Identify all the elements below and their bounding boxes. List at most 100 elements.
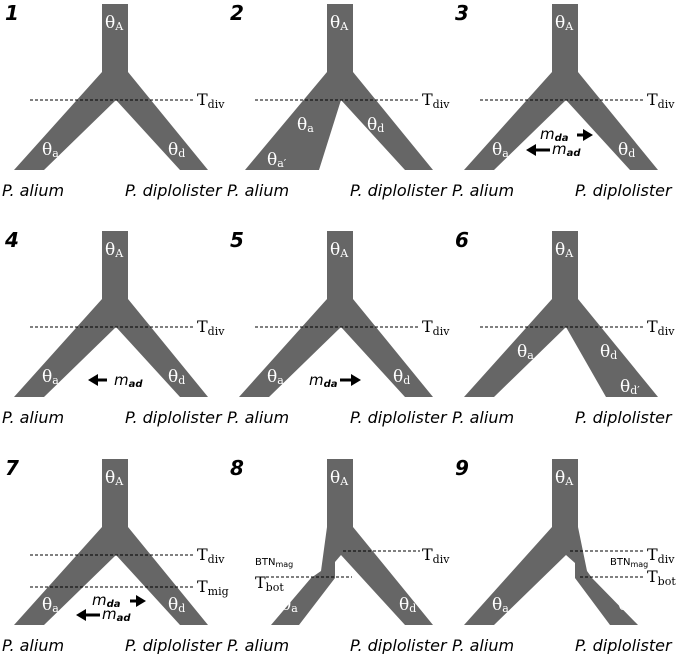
tdiv-label: Tdiv [422,90,450,111]
theta-a-label: θa [281,595,298,615]
species-right-label: P. diplolister [575,181,673,200]
theta-a-label: θa [42,595,59,615]
panel-number: 9 [455,456,469,480]
mda-label: mda [92,591,121,610]
population-tree [14,231,208,397]
mda-label: mda [309,371,338,390]
tdiv-label: Tdiv [422,545,450,566]
theta-d-label: θd [399,595,416,615]
species-left-label: P. alium [227,181,289,200]
population-tree [271,459,433,625]
population-tree [239,231,433,397]
species-right-label: P. diplolister [575,408,673,427]
theta-ancestral-label: θA [330,240,349,260]
mad-label: mad [114,371,143,390]
theta-d-label: θd [393,367,410,387]
theta-a-label: θa [267,367,284,387]
tdiv-label: Tdiv [647,545,675,566]
tdiv-label: Tdiv [197,545,225,566]
theta-ancestral-label: θA [105,13,124,33]
species-right-label: P. diplolister [350,636,448,654]
species-right-label: P. diplolister [125,181,223,200]
species-left-label: P. alium [227,408,289,427]
btn-mag-label: BTNmag [255,557,293,569]
theta-a-label: θa [42,367,59,387]
mad-arrow-head [88,374,98,386]
theta-a-label: θa [492,595,509,615]
panel-number: 8 [230,456,244,480]
theta-ancestral-label: θA [105,468,124,488]
species-left-label: P. alium [2,408,64,427]
theta-d-label: θd [168,595,185,615]
panel-number: 6 [455,228,469,252]
theta-a-label: θa [492,140,509,160]
panel-number: 3 [455,1,469,25]
tdiv-label: Tdiv [197,317,225,338]
theta-ancestral-label: θA [105,240,124,260]
species-right-label: P. diplolister [350,408,448,427]
population-tree [464,459,638,625]
panel-number: 1 [5,1,19,25]
population-tree [245,4,433,170]
species-left-label: P. alium [452,408,514,427]
tdiv-label: Tdiv [647,90,675,111]
tdiv-label: Tdiv [422,317,450,338]
population-tree [14,459,208,625]
theta-a-prime-label: θa′ [267,150,287,170]
btn-mag-label: BTNmag [610,557,648,569]
theta-ancestral-label: θA [555,13,574,33]
mda-arrow-head [136,595,146,607]
species-left-label: P. alium [2,181,64,200]
species-left-label: P. alium [2,636,64,654]
panel-number: 4 [4,228,19,252]
theta-d-label: θd [618,595,635,615]
population-tree [464,4,658,170]
theta-ancestral-label: θA [555,468,574,488]
species-right-label: P. diplolister [125,408,223,427]
population-tree [14,4,208,170]
mad-arrow-head [76,609,86,621]
theta-d-label: θd [168,367,185,387]
theta-d-label: θd [600,342,617,362]
population-tree [464,231,658,397]
species-left-label: P. alium [452,636,514,654]
theta-a-label: θa [517,342,534,362]
panel-number: 7 [5,456,19,480]
theta-d-label: θd [367,115,384,135]
species-left-label: P. alium [452,181,514,200]
theta-d-prime-label: θd′ [620,377,640,397]
panel-number: 5 [230,228,244,252]
mad-label: mad [552,140,581,159]
tmig-label: Tmig [197,577,229,598]
species-right-label: P. diplolister [125,636,223,654]
theta-d-label: θd [618,140,635,160]
theta-ancestral-label: θA [330,468,349,488]
mda-label: mda [540,125,569,144]
tdiv-label: Tdiv [647,317,675,338]
species-right-label: P. diplolister [350,181,448,200]
theta-ancestral-label: θA [330,13,349,33]
panel-number: 2 [230,1,244,25]
mda-arrow-head [351,374,361,386]
tbot-label: Tbot [255,573,284,594]
theta-d-label: θd [168,140,185,160]
theta-ancestral-label: θA [555,240,574,260]
mda-arrow-head [583,129,593,141]
mad-arrow-head [526,144,536,156]
tdiv-label: Tdiv [197,90,225,111]
theta-a-label: θa [42,140,59,160]
species-right-label: P. diplolister [575,636,673,654]
species-left-label: P. alium [227,636,289,654]
tbot-label: Tbot [647,567,676,588]
theta-a-label: θa [297,115,314,135]
